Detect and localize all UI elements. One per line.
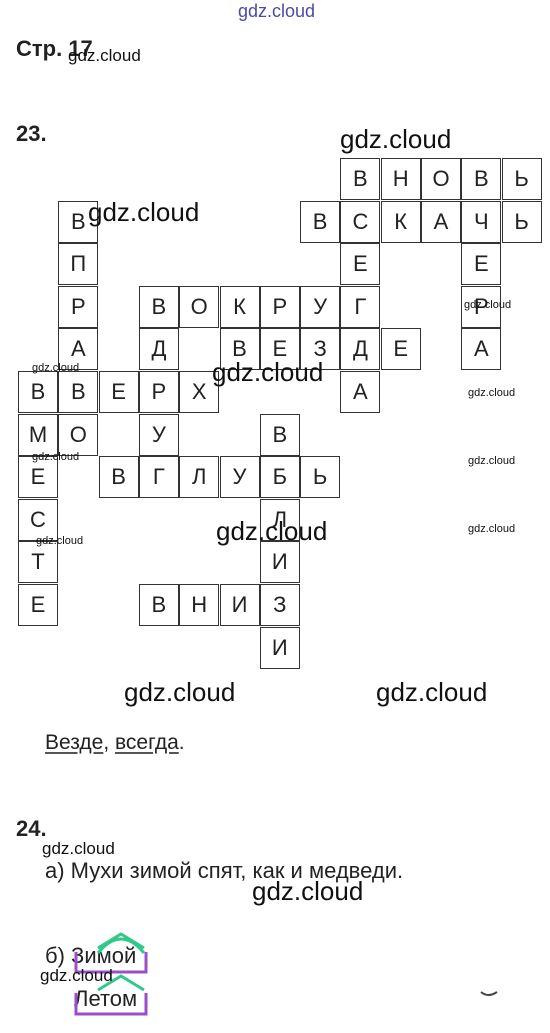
crossword-cell: У <box>219 456 260 499</box>
crossword-cell: К <box>380 200 421 243</box>
page-label: Стр. 17 <box>16 36 93 61</box>
watermark: gdz.cloud <box>88 197 200 227</box>
watermark: gdz.cloud <box>252 876 364 906</box>
crossword-cell: Б <box>259 456 300 499</box>
crossword-cell: Ь <box>501 158 542 200</box>
watermark: gdz.cloud <box>40 966 113 985</box>
crossword-cell: А <box>58 328 99 371</box>
watermark: gdz.cloud <box>340 124 452 154</box>
crossword-cell: Г <box>138 456 179 499</box>
crossword-cell: Н <box>179 584 220 626</box>
watermark: gdz.cloud <box>468 523 516 535</box>
crossword-cell: Д <box>138 328 179 371</box>
task-24-number: 24. <box>16 816 47 841</box>
crossword-cell: И <box>259 626 300 669</box>
root-arc-mark <box>96 937 146 954</box>
crossword-cell: В <box>98 456 139 499</box>
crossword-cell: О <box>58 413 99 456</box>
crossword-cell: А <box>421 200 461 243</box>
crossword-cell: Н <box>380 158 421 200</box>
crossword-cell: У <box>138 413 179 456</box>
crossword-cell: Ь <box>300 456 341 499</box>
crossword-cell: В <box>18 371 58 413</box>
task-23-answer: Везде, всегда. <box>45 731 185 755</box>
task-23-number: 23. <box>16 121 47 146</box>
line-b-prefix: б) <box>45 943 72 968</box>
task-24-line-b: б) Зимой <box>45 943 136 969</box>
crossword-cell: П <box>58 243 99 286</box>
watermark: gdz.cloud <box>212 357 324 387</box>
crossword-cell: Е <box>18 584 58 626</box>
crossword-cell: О <box>179 285 220 328</box>
crossword-cell: В <box>340 158 381 200</box>
crossword-cell: У <box>300 285 341 328</box>
crossword-cell: Г <box>340 285 381 328</box>
watermark-top: gdz.cloud <box>238 1 316 21</box>
crossword-cell: Р <box>138 371 179 413</box>
crossword-cell: Е <box>461 243 502 286</box>
crossword-cell: И <box>259 541 300 584</box>
crossword-cell: Е <box>380 328 421 371</box>
watermark: gdz.cloud <box>68 46 141 65</box>
crossword-cell: З <box>259 584 300 626</box>
crossword-cell: Ч <box>461 200 502 243</box>
crossword-cell: Р <box>58 285 99 328</box>
answer-end: . <box>178 731 185 754</box>
crossword-cell: В <box>138 285 179 328</box>
ending-box-mark <box>74 952 148 974</box>
suffix-mark <box>97 974 145 992</box>
crossword-cell: Х <box>179 371 220 413</box>
watermark: gdz.cloud <box>36 535 84 547</box>
crossword-cell: З <box>300 328 341 371</box>
crossword-cell: В <box>138 584 179 626</box>
answer-word-1: Везде <box>45 731 104 754</box>
crossword-cell: И <box>219 584 260 626</box>
crossword-cell: В <box>259 413 300 456</box>
crossword-cell: Л <box>259 498 300 541</box>
watermark: gdz.cloud <box>32 362 80 374</box>
word-letom: Летом <box>74 986 138 1011</box>
crossword-cell: А <box>461 328 502 371</box>
crossword-cell: О <box>421 158 461 200</box>
suffix-mark <box>97 932 145 950</box>
crossword-cell: А <box>340 371 381 413</box>
crossword-cell: Д <box>340 328 381 371</box>
crossword-cell: В <box>461 158 502 200</box>
crossword-cell: К <box>219 285 260 328</box>
watermark: gdz.cloud <box>468 387 516 399</box>
watermark: gdz.cloud <box>464 299 512 311</box>
crossword-cell: С <box>340 200 381 243</box>
crossword-cell: В <box>219 328 260 371</box>
crossword-cell: Р <box>259 285 300 328</box>
crossword-cell: Е <box>340 243 381 286</box>
watermark: gdz.cloud <box>32 451 80 463</box>
ending-box-mark <box>74 993 148 1016</box>
crossword-cell: В <box>58 371 99 413</box>
crossword-cell: Л <box>179 456 220 499</box>
crossword-cell: В <box>58 200 99 243</box>
crossword-cell: Ь <box>501 200 542 243</box>
crossword-cell: Е <box>259 328 300 371</box>
crossword-cell: Е <box>18 456 58 499</box>
crossword-cell: В <box>300 200 341 243</box>
watermark: gdz.cloud <box>42 839 115 858</box>
watermark: gdz.cloud <box>468 455 516 467</box>
crossword-cell: М <box>18 413 58 456</box>
task-24-line-a: а) Мухи зимой спят, как и медведи. <box>45 858 404 883</box>
crossword-cell: Т <box>18 541 58 584</box>
answer-separator: , <box>103 731 115 754</box>
watermark: gdz.cloud <box>124 677 236 707</box>
watermark: gdz.cloud <box>216 516 328 546</box>
pen-stroke-mark <box>480 991 498 996</box>
crossword-cell: Р <box>461 285 502 328</box>
watermark: gdz.cloud <box>376 677 488 707</box>
crossword-cell: С <box>18 498 58 541</box>
crossword-cell: Е <box>98 371 139 413</box>
answer-word-2: всегда <box>115 731 179 754</box>
